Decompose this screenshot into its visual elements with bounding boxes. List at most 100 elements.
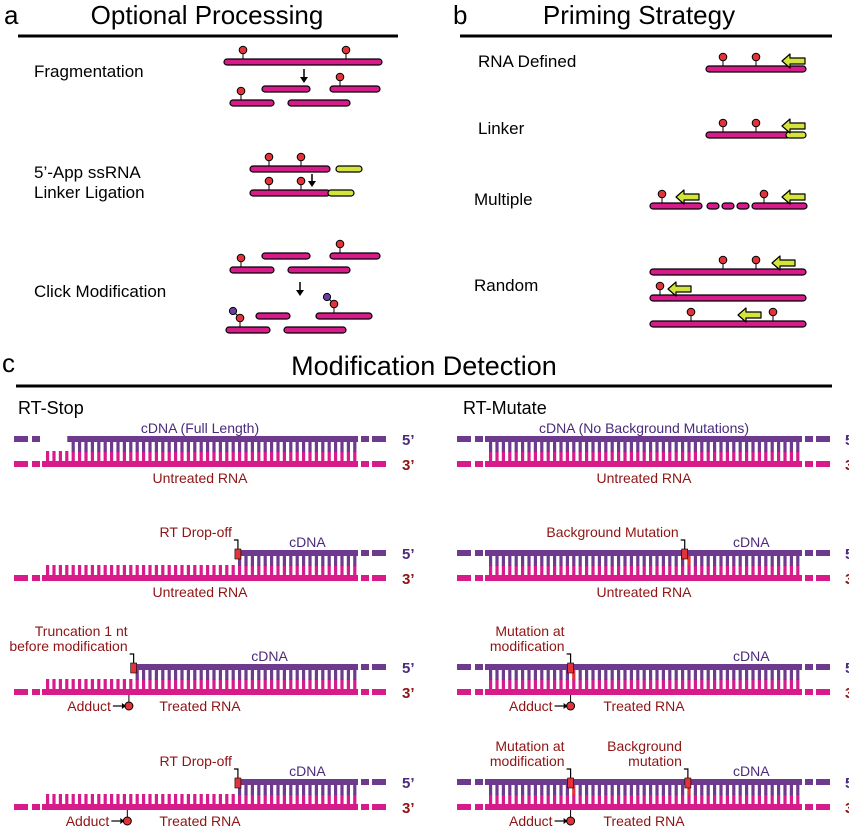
callout-bracket bbox=[683, 768, 689, 779]
cdna-label: cDNA bbox=[289, 534, 326, 550]
cdna-base bbox=[225, 670, 229, 680]
rna-base bbox=[308, 679, 312, 689]
rna-base bbox=[321, 679, 325, 689]
rna-base bbox=[295, 451, 299, 461]
rna-base bbox=[687, 451, 691, 461]
rna-base bbox=[71, 451, 75, 461]
rna-base bbox=[687, 679, 691, 689]
cdna-base bbox=[340, 670, 344, 680]
rna-base bbox=[719, 565, 723, 575]
cdna-base bbox=[591, 556, 595, 566]
rna-label: Untreated RNA bbox=[597, 470, 693, 486]
cdna-base bbox=[148, 442, 152, 452]
rna-fragment bbox=[229, 99, 275, 107]
callout-label: Background Mutation bbox=[546, 524, 678, 540]
cdna-base bbox=[302, 556, 306, 566]
rna-base bbox=[218, 794, 222, 804]
rna-base bbox=[757, 565, 761, 575]
cdna-base bbox=[276, 442, 280, 452]
rna-base bbox=[71, 794, 75, 804]
cdna-base bbox=[321, 442, 325, 452]
cdna-base bbox=[572, 556, 576, 566]
cdna-base bbox=[661, 556, 665, 566]
cdna-base bbox=[122, 442, 126, 452]
rna-base bbox=[46, 565, 50, 575]
rna-base bbox=[597, 794, 601, 804]
panel-a: a Optional Processing Fragmentation 5’-A… bbox=[4, 0, 398, 334]
cdna-base bbox=[706, 670, 710, 680]
adduct-arrowhead bbox=[120, 818, 125, 824]
cdna-base bbox=[591, 442, 595, 452]
rna-base bbox=[327, 794, 331, 804]
three-prime-label: 3’ bbox=[402, 457, 415, 474]
rna-base bbox=[674, 451, 678, 461]
cdna-base bbox=[321, 670, 325, 680]
rna-base bbox=[770, 679, 774, 689]
rna-end-dash bbox=[816, 689, 830, 695]
cdna-base bbox=[617, 556, 621, 566]
cdna-base bbox=[578, 556, 582, 566]
callout-bracket bbox=[566, 768, 572, 779]
rna-base bbox=[591, 565, 595, 575]
rna-base bbox=[642, 565, 646, 575]
rna-fragment bbox=[287, 266, 351, 274]
rna-base bbox=[553, 794, 557, 804]
rna-base bbox=[636, 794, 640, 804]
rna-base bbox=[302, 565, 306, 575]
rna-base bbox=[276, 794, 280, 804]
mutation-base bbox=[687, 785, 691, 795]
rna-base bbox=[90, 451, 94, 461]
cdna-base bbox=[116, 442, 120, 452]
callout-label: modification bbox=[490, 638, 565, 654]
mutation-base bbox=[687, 556, 691, 566]
rna-base bbox=[668, 679, 672, 689]
rna-base bbox=[751, 565, 755, 575]
rna-base bbox=[757, 451, 761, 461]
rna-base bbox=[597, 565, 601, 575]
rna-base bbox=[521, 794, 525, 804]
rna-base bbox=[668, 451, 672, 461]
rna-base bbox=[668, 794, 672, 804]
cdna-base bbox=[353, 785, 357, 795]
rna-base bbox=[250, 565, 254, 575]
rna-base bbox=[700, 451, 704, 461]
cdna-end-dash bbox=[372, 779, 386, 785]
rna-base bbox=[508, 679, 512, 689]
cdna-base bbox=[668, 442, 672, 452]
callout-bracket bbox=[566, 653, 572, 664]
panel-b-title: Priming Strategy bbox=[543, 0, 735, 30]
cdna-base bbox=[97, 442, 101, 452]
cdna-base bbox=[591, 670, 595, 680]
rna-base bbox=[353, 565, 357, 575]
cdna-base bbox=[212, 670, 216, 680]
rna-base bbox=[751, 679, 755, 689]
rna-strand bbox=[42, 804, 358, 810]
rna-base bbox=[533, 679, 537, 689]
stop-marker bbox=[567, 662, 574, 674]
rna-base bbox=[122, 451, 126, 461]
rna-base bbox=[546, 794, 550, 804]
cdna-base bbox=[553, 556, 557, 566]
cdna-base bbox=[270, 785, 274, 795]
cdna-base bbox=[225, 442, 229, 452]
rna-end-dash bbox=[372, 689, 386, 695]
rna-base bbox=[71, 565, 75, 575]
rna-base bbox=[58, 794, 62, 804]
cdna-base bbox=[565, 556, 569, 566]
cdna-base bbox=[353, 556, 357, 566]
cdna-base bbox=[257, 556, 261, 566]
rna-base bbox=[661, 679, 665, 689]
cdna-base bbox=[250, 556, 254, 566]
cdna-base bbox=[276, 670, 280, 680]
rna-base bbox=[206, 679, 210, 689]
rna-base bbox=[693, 451, 697, 461]
rna-base bbox=[687, 565, 691, 575]
rna-base bbox=[501, 451, 505, 461]
cdna-base bbox=[238, 556, 242, 566]
cdna-base bbox=[257, 785, 261, 795]
cdna-base bbox=[321, 556, 325, 566]
rna-base bbox=[308, 565, 312, 575]
cdna-base bbox=[623, 442, 627, 452]
cdna-base bbox=[725, 785, 729, 795]
rna-base bbox=[129, 679, 133, 689]
